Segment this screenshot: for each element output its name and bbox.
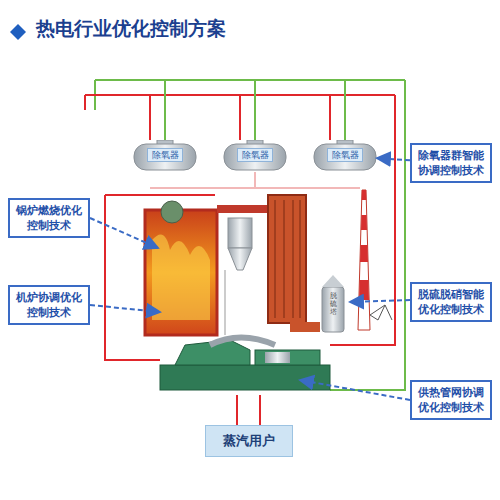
- deaerator-node: 除氧器: [223, 140, 287, 172]
- callout-box: 机炉协调优化控制技术: [8, 285, 90, 325]
- steam-drum: [161, 201, 183, 223]
- callout-box: 供热管网协调优化控制技术: [410, 380, 492, 420]
- leader-arrows: [90, 218, 410, 400]
- callout-box: 脱硫脱硝智能优化控制技术: [410, 282, 492, 322]
- title: 热电行业优化控制方案: [36, 16, 226, 42]
- flame: [152, 234, 210, 320]
- chimney-duct: [370, 305, 392, 320]
- red-pipe: [150, 95, 330, 140]
- heat-exchanger-tubes: [275, 200, 300, 318]
- cyclone: [228, 218, 252, 248]
- generator: [255, 350, 320, 365]
- node-text: 脱硫脱硝智能优化控制技术: [416, 287, 486, 317]
- node-text: 机炉协调优化控制技术: [14, 290, 84, 320]
- node-text: 除氧器: [237, 148, 273, 162]
- cyclone-cone: [228, 248, 252, 270]
- steam-user-box: 蒸汽用户: [205, 425, 293, 457]
- callout-box: 除氧器群智能协调控制技术: [410, 143, 492, 183]
- node-text: 供热管网协调优化控制技术: [416, 385, 486, 415]
- flue-duct: [217, 205, 267, 213]
- chimney: [358, 190, 370, 330]
- leader-arrow: [350, 300, 410, 302]
- red-pipe: [84, 95, 86, 110]
- shaft: [265, 352, 290, 363]
- title-bullet: [10, 24, 26, 40]
- pipes: [85, 80, 405, 425]
- green-pipe: [165, 80, 345, 140]
- leader-arrow: [300, 380, 410, 400]
- flue-duct: [290, 322, 320, 332]
- red-pipe: [105, 194, 215, 196]
- tank-body: [134, 144, 196, 170]
- deaerator-node: 除氧器: [313, 140, 377, 172]
- node-text: 蒸汽用户: [223, 433, 275, 448]
- heat-exchanger: [268, 195, 306, 323]
- red-pipe: [394, 95, 396, 188]
- equipment-label: 脱硫塔: [329, 292, 337, 316]
- node-text: 除氧器群智能协调控制技术: [416, 148, 486, 178]
- turbine-base: [160, 365, 330, 390]
- leader-arrow: [90, 218, 158, 248]
- node-text: 除氧器: [147, 148, 183, 162]
- callout-box: 锅炉燃烧优化控制技术: [8, 198, 90, 238]
- green-pipe: [95, 79, 405, 81]
- node-text: 锅炉燃烧优化控制技术: [14, 203, 84, 233]
- deaerator-node: 除氧器: [133, 140, 197, 172]
- green-pipe: [330, 80, 405, 390]
- steam-pipe: [210, 338, 275, 346]
- tank-body: [314, 144, 376, 170]
- pink-pipe: [254, 172, 256, 188]
- gray-pipe: [224, 270, 226, 335]
- node-text: 除氧器: [327, 148, 363, 162]
- boiler-furnace: [145, 210, 217, 335]
- dashed-arrow: [377, 158, 410, 160]
- red-pipe: [237, 395, 260, 425]
- tower-top: [322, 275, 344, 287]
- tank-body: [224, 144, 286, 170]
- leader-arrow: [90, 305, 160, 312]
- chimney-stripes: [359, 190, 369, 300]
- desulfurization-tower: [322, 287, 344, 332]
